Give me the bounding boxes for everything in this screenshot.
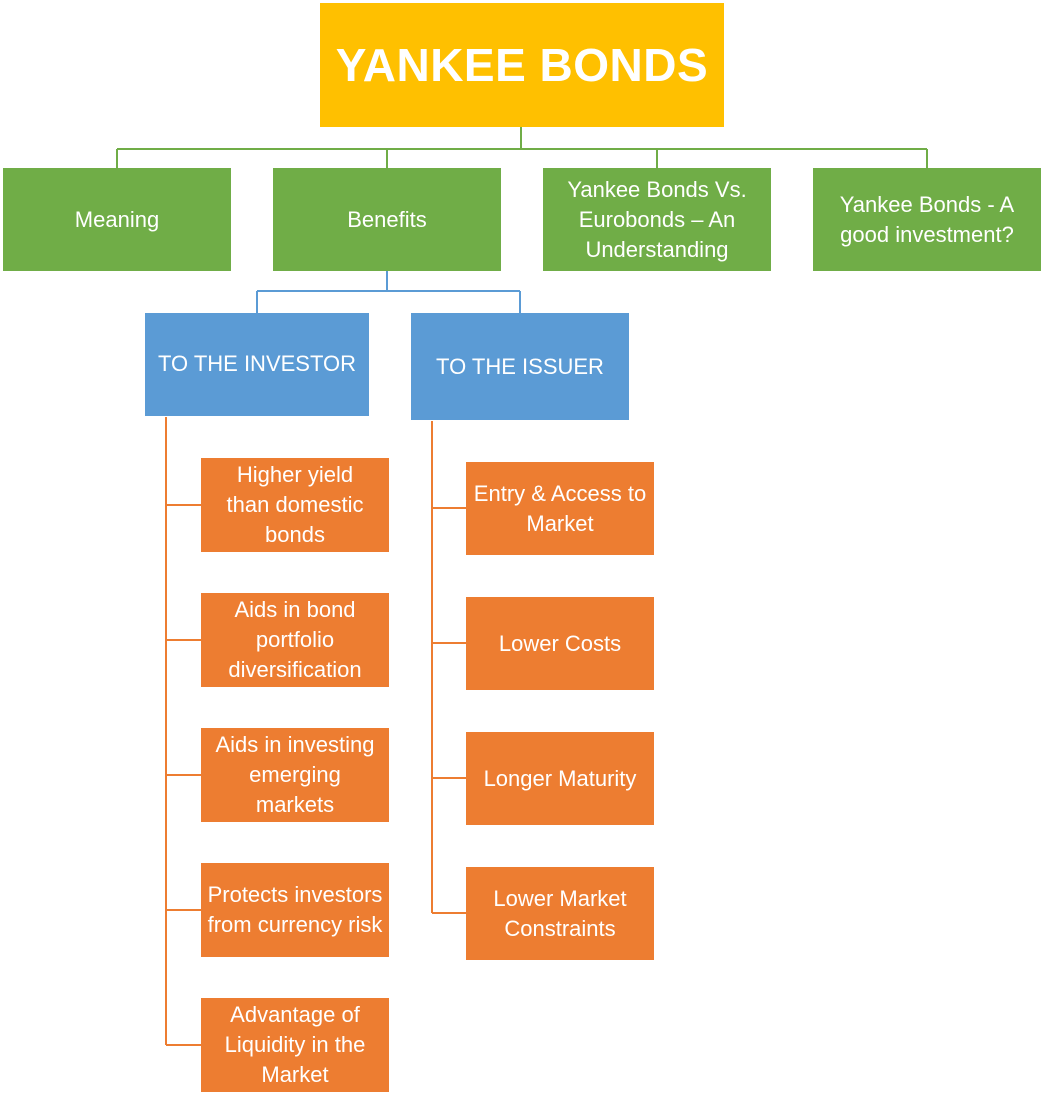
- section-label: Yankee Bonds Vs. Eurobonds – An Understa…: [567, 176, 747, 262]
- section-good-investment: Yankee Bonds - A good investment?: [813, 168, 1041, 271]
- issuer-item-label: Longer Maturity: [483, 765, 637, 791]
- section-benefits: Benefits: [273, 168, 501, 271]
- issuer-item-label: Entry & Access to Market: [473, 480, 647, 536]
- investor-item: Aids in investing emerging markets: [201, 728, 389, 822]
- issuer-label: TO THE ISSUER: [436, 353, 604, 379]
- investor-item: Advantage of Liquidity in the Market: [201, 998, 389, 1092]
- investor-box: TO THE INVESTOR: [145, 313, 369, 416]
- section-label: Yankee Bonds - A good investment?: [839, 191, 1015, 247]
- section-meaning: Meaning: [3, 168, 231, 271]
- section-label: Meaning: [74, 206, 160, 232]
- issuer-item-label: Lower Costs: [498, 630, 622, 656]
- title-box: YANKEE BONDS: [320, 3, 724, 127]
- investor-item: Higher yield than domestic bonds: [201, 458, 389, 552]
- title-connectors: [116, 127, 928, 168]
- investor-connectors: [165, 417, 201, 1046]
- benefits-connectors: [256, 271, 521, 313]
- investor-item-label: Protects investors from currency risk: [207, 882, 383, 937]
- issuer-item: Entry & Access to Market: [466, 462, 654, 555]
- investor-item-label: Aids in bond portfolio diversification: [228, 597, 362, 682]
- issuer-item: Lower Market Constraints: [466, 867, 654, 960]
- issuer-connectors: [431, 421, 466, 914]
- investor-item-label: Higher yield than domestic bonds: [226, 462, 364, 547]
- investor-item: Aids in bond portfolio diversification: [201, 593, 389, 687]
- section-vs-eurobonds: Yankee Bonds Vs. Eurobonds – An Understa…: [543, 168, 771, 271]
- issuer-item-label: Lower Market Constraints: [493, 885, 627, 941]
- issuer-box: TO THE ISSUER: [411, 313, 629, 420]
- investor-item-label: Advantage of Liquidity in the Market: [224, 1002, 366, 1087]
- title-text: YANKEE BONDS: [335, 39, 709, 91]
- issuer-item: Longer Maturity: [466, 732, 654, 825]
- investor-item-label: Aids in investing emerging markets: [215, 732, 375, 817]
- issuer-item: Lower Costs: [466, 597, 654, 690]
- section-label: Benefits: [347, 206, 427, 232]
- investor-item: Protects investors from currency risk: [201, 863, 389, 957]
- investor-label: TO THE INVESTOR: [157, 351, 357, 376]
